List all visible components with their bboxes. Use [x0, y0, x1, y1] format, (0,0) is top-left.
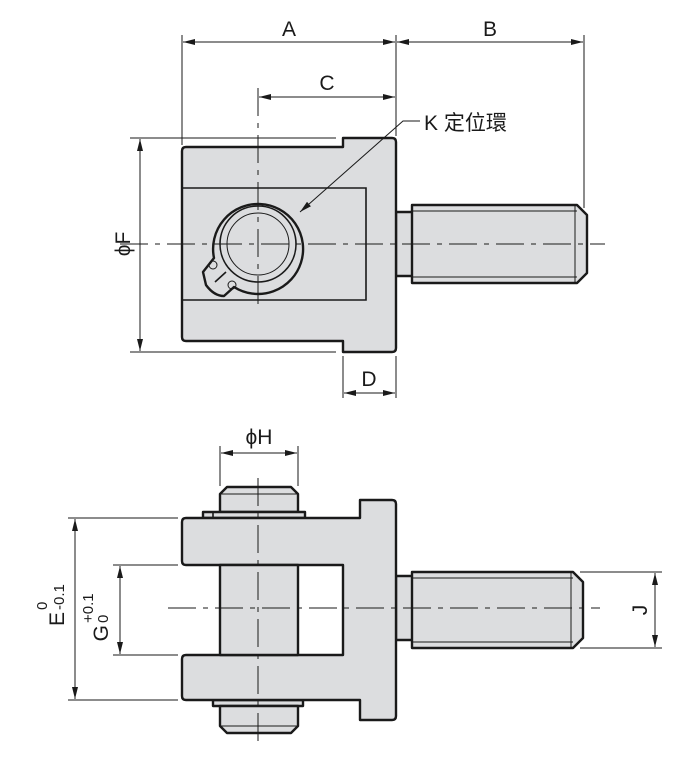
- pin-head-bottom: [218, 704, 300, 735]
- side-view: ϕH E 0 -0.1 G +0.1 0 J: [34, 426, 662, 748]
- dim-e-label: E: [46, 612, 69, 626]
- dim-e-lower-tolerance: -0.1: [51, 584, 68, 610]
- dim-g-lower-tolerance: 0: [95, 615, 112, 623]
- dim-j-label: J: [629, 605, 652, 616]
- callout-k-locating-ring: K 定位環: [424, 112, 507, 135]
- threaded-shaft: [410, 570, 585, 650]
- pin: [218, 563, 300, 657]
- dim-c-label: C: [319, 72, 334, 95]
- dim-g-label: G: [90, 625, 113, 641]
- dim-e-upper-tolerance: 0: [34, 602, 51, 610]
- clevis-body: [180, 498, 398, 722]
- dim-h-label: ϕH: [246, 426, 273, 449]
- dim-a-label: A: [282, 18, 296, 41]
- dim-f-label: ϕF: [112, 232, 135, 257]
- dim-d-label: D: [361, 368, 376, 391]
- dim-g-upper-tolerance: +0.1: [80, 593, 97, 623]
- callout-leader: [299, 120, 420, 213]
- dim-b-label: B: [483, 18, 497, 41]
- top-view: A B C ϕF D K 定位環: [112, 18, 605, 398]
- pin-head-top: [218, 485, 300, 514]
